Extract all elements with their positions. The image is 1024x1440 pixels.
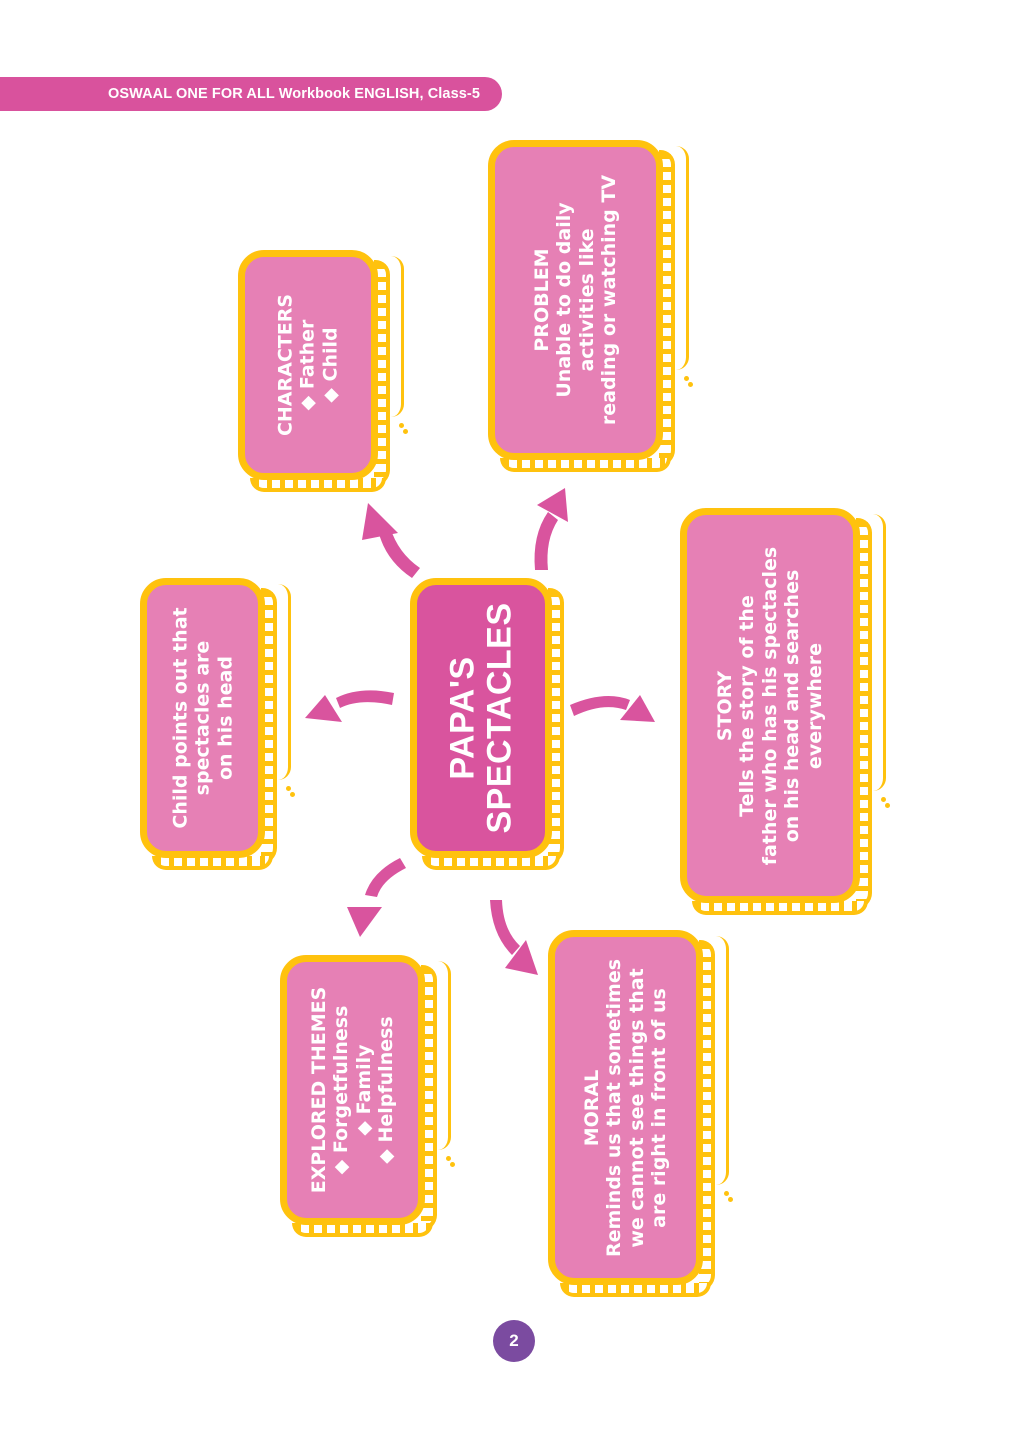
border-stripes-bottom xyxy=(560,1283,711,1297)
arrow-to-moral xyxy=(490,900,538,975)
node-line: we cannot see things that xyxy=(625,967,648,1248)
node-story: STORY Tells the story of the father who … xyxy=(680,508,886,915)
node-text: PROBLEM Unable to do daily activities li… xyxy=(531,175,621,425)
node-problem: PROBLEM Unable to do daily activities li… xyxy=(488,140,689,472)
node-line: Child points out that xyxy=(168,607,191,829)
node-line: ◆ Child xyxy=(319,327,342,403)
sketch-line xyxy=(278,584,291,780)
node-line: are right in front of us xyxy=(647,987,670,1228)
node-frame xyxy=(680,508,860,903)
node-line: ◆ Father xyxy=(296,319,319,411)
arrow-to-themes xyxy=(347,858,406,937)
node-frame xyxy=(488,140,663,460)
node-line: everywhere xyxy=(803,642,826,769)
arrow-to-characters xyxy=(362,503,420,578)
node-themes: EXPLORED THEMES ◆ Forgetfulness ◆ Family… xyxy=(280,955,451,1237)
sketch-line xyxy=(873,514,886,791)
header-bar: OSWAAL ONE FOR ALL Workbook ENGLISH, Cla… xyxy=(0,77,502,111)
sketch-dots xyxy=(286,786,291,791)
border-stripes-bottom xyxy=(692,901,868,915)
border-stripes-bottom xyxy=(292,1223,433,1237)
node-characters: CHARACTERS ◆ Father ◆ Child xyxy=(238,250,404,492)
node-text: MORAL Reminds us that sometimes we canno… xyxy=(581,958,671,1256)
node-line: spectacles are xyxy=(191,640,214,796)
border-stripes-bottom xyxy=(422,856,560,870)
node-text: Child points out that spectacles are on … xyxy=(169,607,236,828)
page-number: 2 xyxy=(509,1331,519,1350)
center-title: PAPA'S SPECTACLES xyxy=(443,602,518,834)
arrow-to-problem xyxy=(534,488,568,570)
node-frame xyxy=(280,955,425,1225)
node-line: Reminds us that sometimes xyxy=(603,958,626,1257)
node-heading: MORAL xyxy=(580,1069,603,1146)
node-frame xyxy=(238,250,378,480)
node-line: ◆ Family xyxy=(352,1044,375,1136)
sketch-line xyxy=(391,256,404,417)
sketch-line xyxy=(438,961,451,1150)
node-line: Tells the story of the xyxy=(736,594,759,817)
node-text: EXPLORED THEMES ◆ Forgetfulness ◆ Family… xyxy=(308,987,398,1194)
node-text: CHARACTERS ◆ Father ◆ Child xyxy=(274,294,341,436)
node-line: on his head xyxy=(213,656,236,781)
sketch-line xyxy=(676,146,689,370)
node-frame xyxy=(548,930,703,1285)
node-line: father who has his spectacles xyxy=(758,546,781,865)
sketch-dots xyxy=(446,1156,451,1161)
arrow-to-resolution xyxy=(305,690,394,722)
node-frame xyxy=(140,578,265,858)
node-center-title: PAPA'S SPECTACLES xyxy=(410,578,564,870)
book-title: OSWAAL ONE FOR ALL Workbook ENGLISH, Cla… xyxy=(107,86,480,102)
center-title-line: PAPA'S xyxy=(443,656,482,780)
border-stripes-bottom xyxy=(250,478,386,492)
sketch-dots xyxy=(881,796,886,802)
node-heading: CHARACTERS xyxy=(274,293,297,437)
node-heading: STORY xyxy=(713,670,736,741)
node-line: ◆ Helpfulness xyxy=(374,1016,397,1164)
node-resolution: Child points out that spectacles are on … xyxy=(140,578,291,870)
node-line: Unable to do daily xyxy=(553,202,576,398)
node-heading: PROBLEM xyxy=(530,248,553,352)
center-title-line: SPECTACLES xyxy=(480,602,518,834)
node-line: on his head and searches xyxy=(781,569,804,842)
node-heading: EXPLORED THEMES xyxy=(307,986,330,1194)
border-stripes-bottom xyxy=(152,856,273,870)
sketch-dots xyxy=(399,423,404,428)
page-number-badge: 2 xyxy=(493,1320,535,1362)
sketch-dots xyxy=(684,376,689,381)
node-line: ◆ Forgetfulness xyxy=(330,1005,353,1175)
border-stripes-bottom xyxy=(500,458,671,472)
node-text: STORY Tells the story of the father who … xyxy=(714,546,826,864)
node-line: activities like xyxy=(575,228,598,372)
sketch-dots xyxy=(724,1190,729,1196)
node-frame xyxy=(410,578,552,858)
node-line: reading or watching TV xyxy=(597,174,620,426)
sketch-line xyxy=(716,936,729,1185)
node-moral: MORAL Reminds us that sometimes we canno… xyxy=(548,930,729,1297)
arrow-to-story xyxy=(570,695,655,722)
